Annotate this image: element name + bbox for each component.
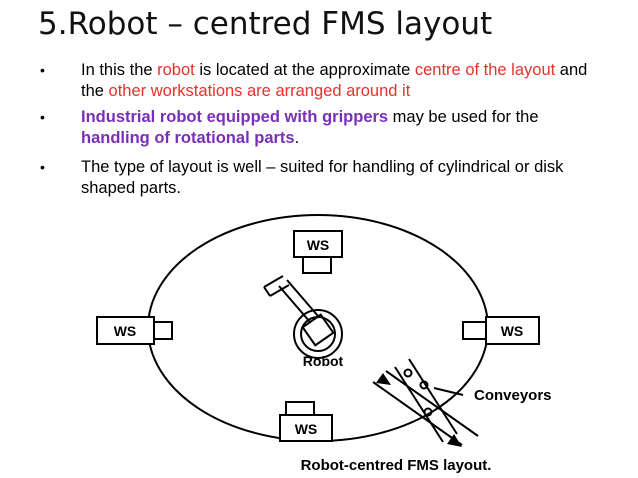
ws-label-left: WS: [114, 323, 137, 339]
bullet-2-part-3: handling of rotational parts: [81, 129, 295, 147]
bullet-1-part-3: is located at the approximate: [194, 61, 415, 79]
diagram-caption: Robot-centred FMS layout.: [301, 457, 492, 474]
conveyor-belts: [372, 358, 479, 446]
bullet-1-part-2: robot: [157, 61, 195, 79]
slide-title: 5.Robot – centred FMS layout: [38, 6, 493, 42]
ws-label-bottom: WS: [295, 421, 318, 437]
workstation-right: [462, 316, 540, 345]
workstation-left: [96, 316, 173, 345]
bullet-2-part-2: may be used for the: [388, 108, 539, 126]
bullet-marker: •: [40, 62, 45, 78]
bullet-marker: •: [40, 109, 45, 125]
conveyor-arrow-out: [447, 434, 462, 447]
bullet-2-part-1: Industrial robot equipped with grippers: [81, 108, 389, 126]
bullet-1-part-4: centre of the layout: [414, 61, 556, 79]
bullet-2-part-4: .: [294, 129, 300, 147]
bullet-text-1: In this the robot is located at the appr…: [81, 60, 601, 102]
robot-symbol: [263, 275, 343, 359]
robot-label: Robot: [303, 353, 344, 369]
bullet-1-part-6: other workstations are arranged around i…: [108, 82, 411, 100]
bullet-1-part-1: In this the: [81, 61, 158, 79]
ws-label-top: WS: [307, 237, 330, 253]
conveyor-arrow-in: [376, 373, 391, 385]
bullet-1-part-5: and the: [81, 61, 588, 100]
workstation-top: [293, 230, 343, 274]
bullet-text-2: Industrial robot equipped with grippers …: [81, 107, 601, 149]
bullet-marker: •: [40, 159, 45, 175]
ws-label-right: WS: [501, 323, 524, 339]
conveyors-label: Conveyors: [474, 387, 552, 404]
workstation-bottom: [279, 401, 333, 442]
bullet-text-3: The type of layout is well – suited for …: [81, 158, 564, 197]
